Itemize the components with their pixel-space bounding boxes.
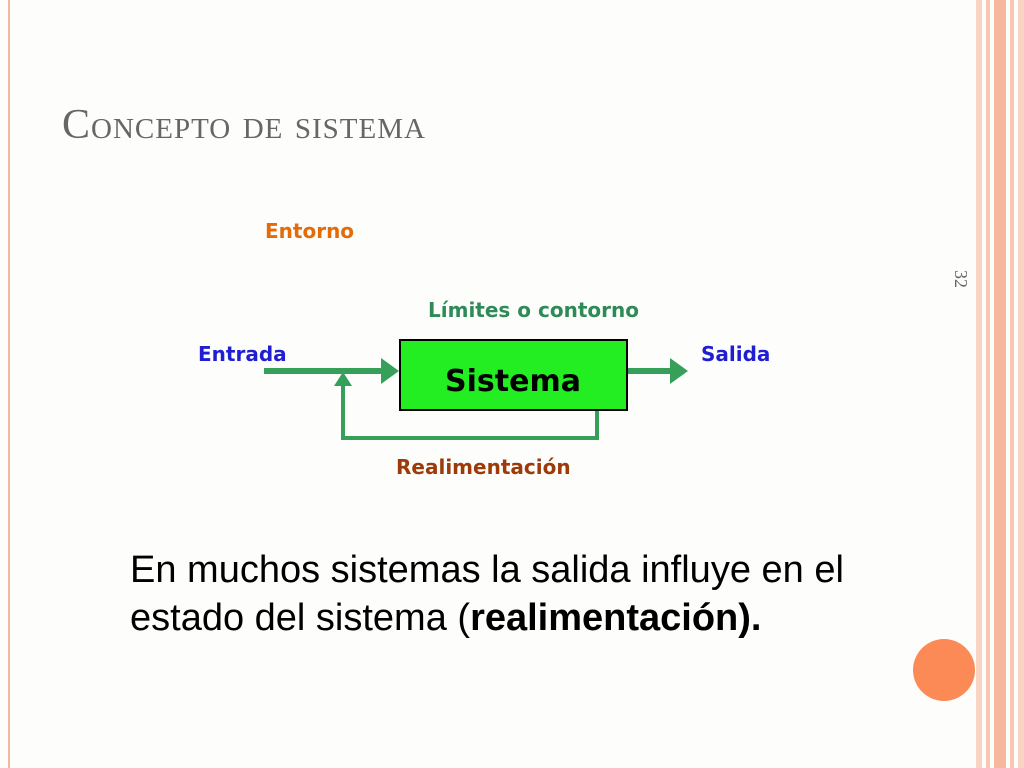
feedback-label: Realimentación	[396, 455, 571, 479]
system-box	[399, 339, 628, 411]
left-border-line	[8, 0, 10, 768]
system-label: Sistema	[445, 364, 581, 399]
output-label: Salida	[701, 342, 770, 366]
right-decorative-stripes	[976, 0, 1024, 768]
body-paragraph: En muchos sistemas la salida influye en …	[130, 546, 900, 642]
feedback-loop-line	[341, 385, 599, 440]
input-arrowhead	[381, 358, 399, 384]
environment-label: Entorno	[265, 219, 354, 243]
feedback-arrowhead	[334, 372, 352, 386]
body-text-regular: En muchos sistemas la salida influye en …	[130, 549, 844, 639]
slide-title: Concepto de sistema	[62, 102, 426, 148]
body-text-bold: realimentación).	[470, 597, 762, 639]
boundary-label: Límites o contorno	[428, 298, 639, 322]
input-label: Entrada	[198, 342, 287, 366]
output-arrowhead	[670, 358, 688, 384]
decorative-circle	[913, 639, 975, 701]
